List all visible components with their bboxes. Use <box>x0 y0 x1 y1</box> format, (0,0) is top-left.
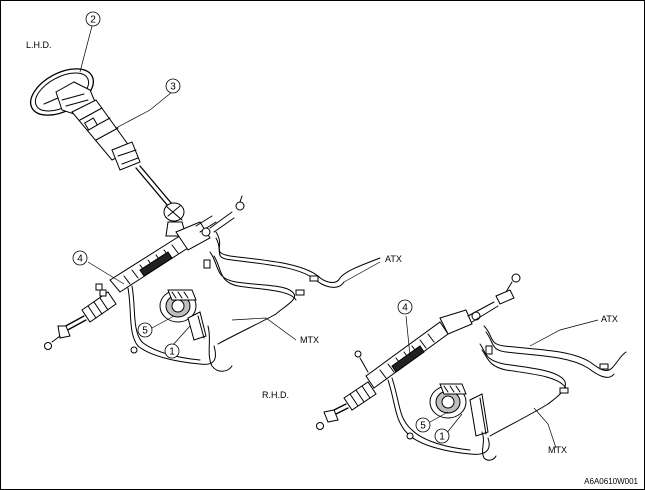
callout-1-right-number: 1 <box>439 432 445 443</box>
hoses-lhd <box>127 231 381 372</box>
universal-joint <box>163 202 187 237</box>
steering-column <box>71 99 173 207</box>
rhd-assembly <box>316 273 627 461</box>
label-rhd: R.H.D. <box>262 390 289 400</box>
label-mtx-right: MTX <box>548 445 567 455</box>
callout-1-right: 1 <box>434 428 450 444</box>
callout-2-number: 2 <box>90 15 96 26</box>
power-steering-pump-lhd <box>159 289 207 341</box>
callout-5-left-number: 5 <box>142 326 148 337</box>
callout-1-left-number: 1 <box>169 347 175 358</box>
lhd-assembly <box>30 68 381 372</box>
callout-5-right-number: 5 <box>420 421 426 432</box>
hoses-rhd <box>387 325 627 461</box>
callout-4-right-number: 4 <box>402 303 408 314</box>
steering-gear-rhd <box>316 273 521 430</box>
power-steering-pump-rhd <box>429 383 489 437</box>
callout-4-left: 4 <box>72 250 88 266</box>
callout-5-left: 5 <box>137 322 153 338</box>
callout-4-left-number: 4 <box>77 254 83 265</box>
callout-5-right: 5 <box>415 417 431 433</box>
steering-gear-lhd <box>44 195 245 350</box>
label-lhd: L.H.D. <box>26 40 52 50</box>
label-atx-right: ATX <box>601 314 618 324</box>
figure-code: A6A0610W001 <box>584 477 638 486</box>
callout-3: 3 <box>165 78 181 94</box>
label-atx-left: ATX <box>385 254 402 264</box>
callout-2: 2 <box>85 11 101 27</box>
callout-3-number: 3 <box>170 82 176 93</box>
leader-lines <box>79 25 599 449</box>
label-mtx-left: MTX <box>300 335 319 345</box>
callout-4-right: 4 <box>397 299 413 315</box>
callout-1-left: 1 <box>164 343 180 359</box>
